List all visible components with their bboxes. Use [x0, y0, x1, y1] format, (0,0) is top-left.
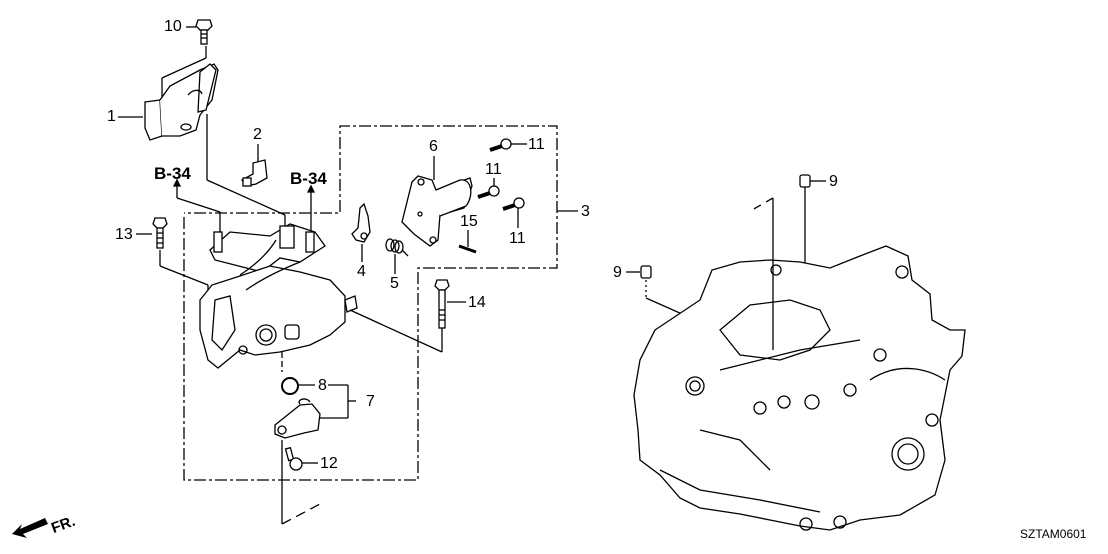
callout-1: 1	[107, 108, 116, 125]
callout-9-left: 9	[613, 264, 622, 281]
actuator-6-icon	[401, 175, 473, 247]
diagram-code: SZTAM0601	[1020, 527, 1087, 541]
pin-15-icon	[458, 244, 477, 254]
callout-14: 14	[468, 294, 486, 311]
bolt-11b-icon	[477, 185, 500, 199]
reference-b34-right[interactable]: B-34	[290, 169, 327, 188]
callout-9-right: 9	[829, 173, 838, 190]
transmission-housing-icon	[633, 245, 966, 531]
sensor-7-icon	[274, 398, 321, 439]
bolt-11a-icon	[489, 138, 512, 152]
callout-4: 4	[357, 263, 366, 280]
bolt-11c-icon	[502, 197, 525, 211]
bolt-10-icon	[195, 19, 213, 45]
bolt-14-icon	[434, 279, 450, 329]
dowel-9a-icon	[799, 174, 811, 188]
callout-12: 12	[320, 455, 338, 472]
assembly-group-outline	[183, 125, 558, 481]
callout-6: 6	[429, 138, 438, 155]
lever-4-icon	[351, 202, 371, 243]
cap-2-icon	[241, 159, 268, 187]
callout-8: 8	[318, 377, 327, 394]
bolt-13-icon	[152, 217, 168, 249]
callout-7: 7	[366, 393, 375, 410]
callout-11-low: 11	[509, 230, 526, 247]
shift-control-assembly-icon	[199, 223, 358, 369]
callout-11-mid: 11	[485, 161, 502, 178]
callout-10: 10	[164, 18, 182, 35]
callout-3: 3	[581, 203, 590, 220]
o-ring-8-icon	[281, 377, 299, 395]
reference-b34-left[interactable]: B-34	[154, 164, 191, 183]
spring-5-icon	[385, 238, 409, 257]
callout-2: 2	[253, 126, 262, 143]
bracket-1-icon	[144, 63, 219, 141]
dowel-9b-icon	[640, 265, 652, 279]
callout-11-top: 11	[528, 136, 545, 153]
callout-5: 5	[390, 275, 399, 292]
callout-15: 15	[460, 213, 478, 230]
front-direction-arrow-icon	[12, 518, 48, 538]
bolt-12-icon	[284, 446, 303, 471]
callout-13: 13	[115, 226, 133, 243]
